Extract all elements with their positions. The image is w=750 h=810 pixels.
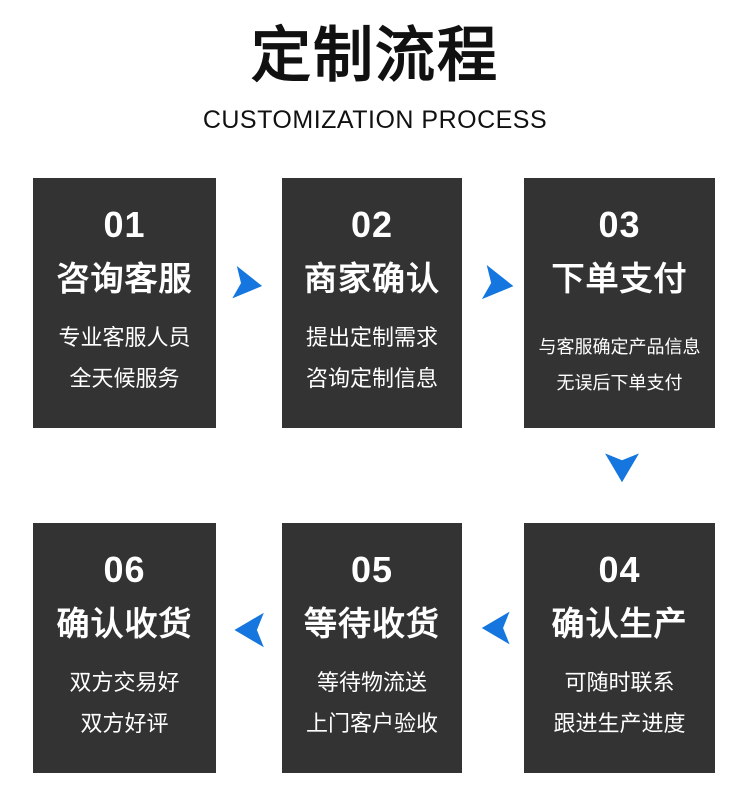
step-card-5: 05 等待收货 等待物流送 上门客户验收 bbox=[282, 523, 462, 773]
arrow-right-icon bbox=[478, 263, 519, 306]
step-card-4: 04 确认生产 可随时联系 跟进生产进度 bbox=[524, 523, 715, 773]
step-number: 06 bbox=[103, 549, 146, 590]
step-card-1: 01 咨询客服 专业客服人员 全天候服务 bbox=[33, 178, 216, 428]
step-title: 确认收货 bbox=[56, 605, 193, 642]
step-desc-line: 上门客户验收 bbox=[305, 711, 438, 736]
step-desc-line: 专业客服人员 bbox=[58, 325, 191, 350]
step-desc-line: 提出定制需求 bbox=[305, 325, 438, 350]
step-desc-line: 可随时联系 bbox=[564, 670, 675, 695]
step-number: 02 bbox=[350, 204, 394, 245]
step-number: 03 bbox=[598, 204, 641, 245]
step-desc-line: 跟进生产进度 bbox=[553, 711, 686, 736]
step-card-3: 03 下单支付 与客服确定产品信息 无误后下单支付 bbox=[524, 178, 715, 428]
step-title: 等待收货 bbox=[304, 605, 440, 642]
step-title: 咨询客服 bbox=[56, 260, 193, 297]
step-desc-line: 双方交易好 bbox=[69, 670, 180, 695]
arrow-down-icon bbox=[602, 450, 642, 484]
arrow-left-icon bbox=[232, 611, 268, 649]
step-desc-line: 无误后下单支付 bbox=[556, 373, 683, 393]
step-desc-line: 咨询定制信息 bbox=[305, 366, 438, 391]
step-desc-line: 双方好评 bbox=[80, 711, 169, 736]
step-number: 05 bbox=[350, 549, 394, 590]
page-subtitle: CUSTOMIZATION PROCESS bbox=[202, 106, 548, 134]
step-desc-line: 等待物流送 bbox=[316, 670, 427, 695]
step-number: 04 bbox=[598, 549, 641, 590]
page-title: 定制流程 bbox=[251, 22, 499, 89]
step-title: 商家确认 bbox=[304, 260, 440, 297]
step-number: 01 bbox=[103, 204, 146, 245]
step-card-6: 06 确认收货 双方交易好 双方好评 bbox=[33, 523, 216, 773]
step-card-2: 02 商家确认 提出定制需求 咨询定制信息 bbox=[282, 178, 462, 428]
step-title: 确认生产 bbox=[551, 605, 688, 642]
step-title: 下单支付 bbox=[551, 260, 688, 297]
arrow-right-icon bbox=[229, 264, 267, 304]
arrow-left-icon bbox=[479, 610, 514, 646]
step-desc-line: 与客服确定产品信息 bbox=[538, 337, 701, 357]
step-desc-line: 全天候服务 bbox=[69, 366, 180, 391]
